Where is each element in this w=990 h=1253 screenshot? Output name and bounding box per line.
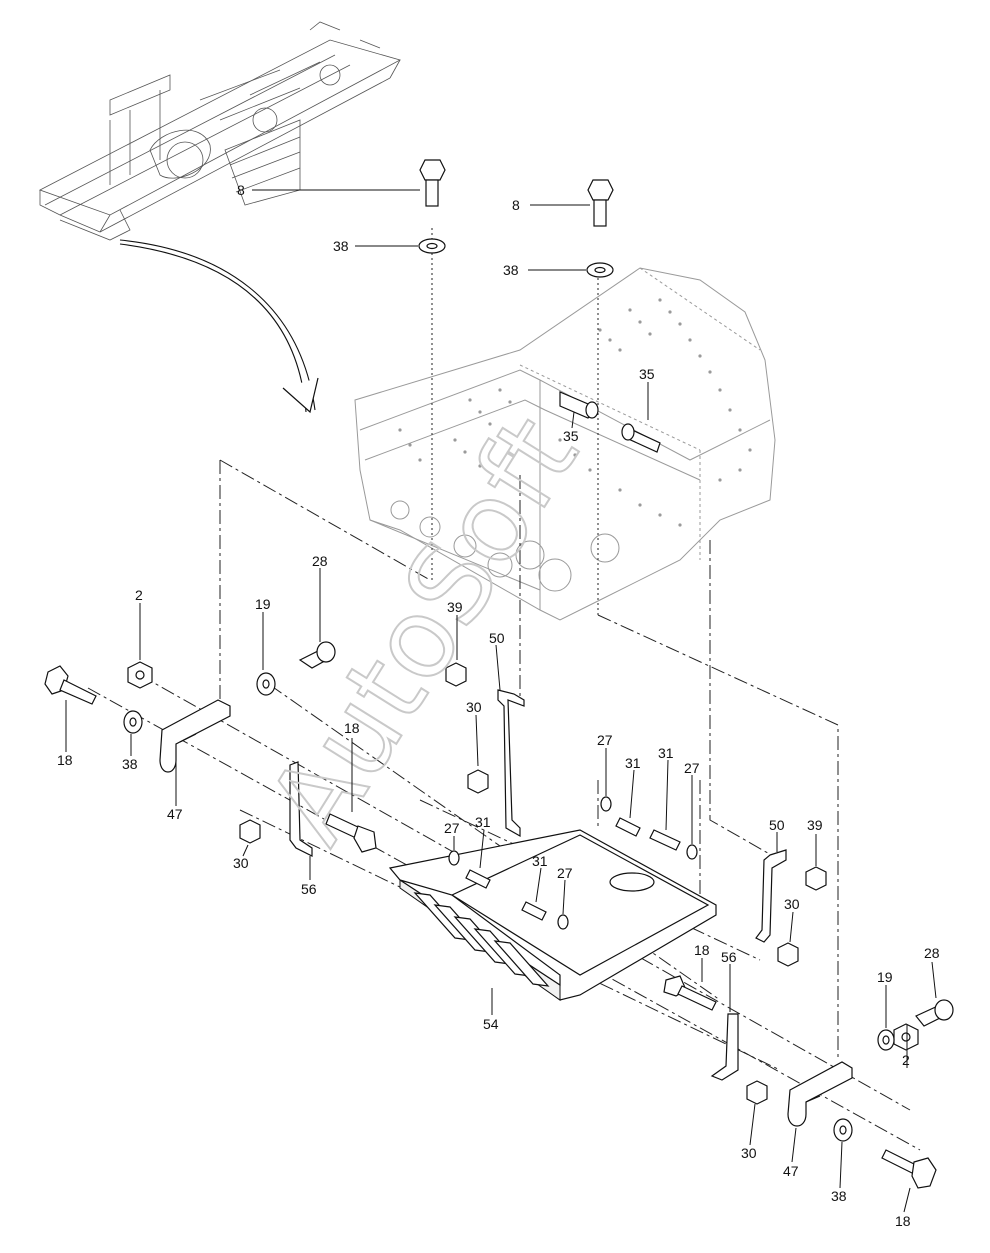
part-label-28: 28 — [924, 945, 940, 961]
strap-56-right — [710, 1013, 739, 1081]
part-label-27: 27 — [557, 865, 573, 881]
part-label-8: 8 — [237, 182, 245, 198]
washer-38-right-lower — [833, 1118, 853, 1142]
part-label-2: 2 — [135, 587, 143, 603]
part-label-19: 19 — [877, 969, 893, 985]
hex-bolt-18-left-outer — [44, 665, 97, 705]
part-label-28: 28 — [312, 553, 328, 569]
part-label-50: 50 — [489, 630, 505, 646]
hex-bolt-8-left — [419, 159, 446, 207]
part-label-18: 18 — [344, 720, 360, 736]
part-label-38: 38 — [122, 756, 138, 772]
part-label-27: 27 — [597, 732, 613, 748]
underride-plate-54 — [388, 829, 717, 1001]
part-label-18: 18 — [895, 1213, 911, 1229]
bolt-31-b — [649, 829, 681, 851]
nut-30-right-lower — [746, 1080, 768, 1105]
washer-19-left — [256, 672, 276, 696]
part-label-31: 31 — [625, 755, 641, 771]
strap-56-left — [289, 761, 313, 857]
washer-38-left-lower — [123, 710, 143, 734]
nut-30-left — [239, 819, 261, 844]
part-label-39: 39 — [807, 817, 823, 833]
part-label-38: 38 — [831, 1188, 847, 1204]
part-label-47: 47 — [167, 806, 183, 822]
bracket-47-right — [787, 1061, 853, 1127]
part-label-38: 38 — [333, 238, 349, 254]
bolt-31-d — [521, 901, 547, 921]
part-label-47: 47 — [783, 1163, 799, 1179]
part-label-39: 39 — [447, 599, 463, 615]
part-label-27: 27 — [684, 760, 700, 776]
bolt-35-upper — [559, 391, 599, 419]
part-label-35: 35 — [563, 428, 579, 444]
hex-nut-2-left — [127, 661, 153, 689]
part-label-31: 31 — [658, 745, 674, 761]
part-label-30: 30 — [466, 699, 482, 715]
washer-38-right — [586, 262, 614, 278]
part-label-18: 18 — [694, 942, 710, 958]
nut-39-right — [805, 866, 827, 891]
part-label-56: 56 — [301, 881, 317, 897]
nut-30-centre — [467, 769, 489, 794]
washer-27-b — [686, 844, 698, 860]
part-label-31: 31 — [532, 853, 548, 869]
washer-27-a — [600, 796, 612, 812]
bolt-31-c — [465, 869, 491, 889]
assembly-lines — [87, 228, 921, 1151]
bolt-18-left-inner — [325, 813, 377, 853]
nut-30-right-upper — [777, 942, 799, 967]
part-label-50: 50 — [769, 817, 785, 833]
bolt-31-a — [615, 817, 641, 837]
frame-rail-section — [354, 267, 776, 621]
bolt-28-left — [298, 641, 336, 669]
part-label-35: 35 — [639, 366, 655, 382]
bolt-35-lower — [621, 423, 661, 453]
part-label-18: 18 — [57, 752, 73, 768]
part-label-30: 30 — [233, 855, 249, 871]
bolt-18-right-inner — [663, 975, 717, 1011]
washer-19-right — [877, 1029, 895, 1051]
part-label-30: 30 — [784, 896, 800, 912]
watermark-text: AutoSoft — [243, 395, 602, 863]
part-label-2: 2 — [902, 1052, 910, 1068]
hex-bolt-18-right-outer — [881, 1149, 937, 1189]
bolt-28-right — [915, 999, 954, 1027]
truck-chassis-overview — [38, 21, 402, 414]
hex-nut-2-right — [893, 1023, 919, 1051]
part-label-27: 27 — [444, 820, 460, 836]
part-label-56: 56 — [721, 949, 737, 965]
part-label-38: 38 — [503, 262, 519, 278]
strap-50-right — [755, 849, 787, 943]
bracket-47-left — [159, 699, 231, 773]
nut-39-left — [445, 662, 467, 687]
hex-bolt-8-right — [587, 179, 614, 227]
washer-38-left — [418, 238, 446, 254]
part-label-8: 8 — [512, 197, 520, 213]
leader-lines — [65, 189, 937, 1213]
part-label-30: 30 — [741, 1145, 757, 1161]
part-label-19: 19 — [255, 596, 271, 612]
part-label-31: 31 — [475, 814, 491, 830]
washer-27-c — [448, 850, 460, 866]
part-label-54: 54 — [483, 1016, 499, 1032]
strap-50-left — [497, 689, 525, 838]
part-labels: 8 8 38 38 35 35 2 19 28 18 38 47 18 30 5… — [57, 182, 940, 1229]
washer-27-d — [557, 914, 569, 930]
